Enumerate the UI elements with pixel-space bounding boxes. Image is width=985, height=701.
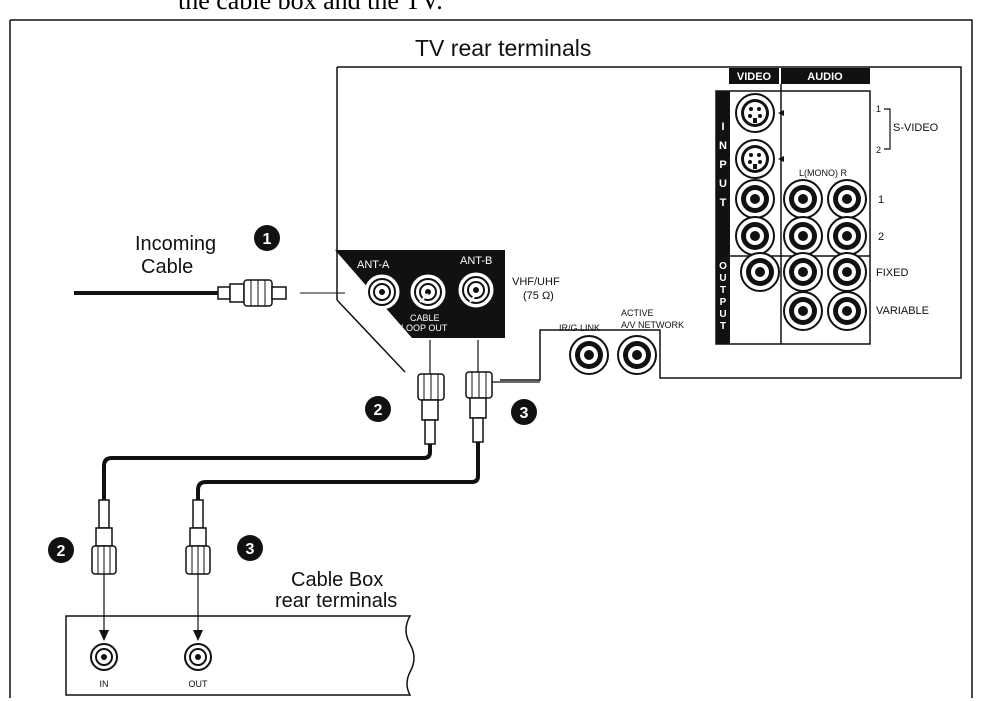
audio-r-in-2-jack[interactable] xyxy=(827,216,867,256)
video-in-1-jack[interactable] xyxy=(735,179,775,219)
cable-loop-out-label-1: CABLE xyxy=(410,313,440,323)
output-vertical-label: O U T P U T xyxy=(719,261,727,332)
s-video-label: S-VIDEO xyxy=(893,122,939,134)
cable-box-out-connector[interactable] xyxy=(184,643,212,671)
ant-a-label: ANT-A xyxy=(357,259,390,271)
svideo-number-2: 2 xyxy=(876,145,881,155)
audio-l-in-1-jack[interactable] xyxy=(783,179,823,219)
cable-loop-out-connector[interactable] xyxy=(410,274,446,310)
audio-header: AUDIO xyxy=(807,71,843,83)
cable-box-panel xyxy=(65,615,415,696)
cable-box-label-1: Cable Box xyxy=(291,569,383,591)
cable-3-to-box-out xyxy=(196,442,480,500)
step-3-badge-upper: 3 xyxy=(511,399,537,425)
cable-box-in-label: IN xyxy=(100,679,109,689)
audio-lr-label: L(MONO) R xyxy=(799,168,847,178)
incoming-cable-label-2: Cable xyxy=(141,256,193,278)
audio-r-variable-jack[interactable] xyxy=(827,291,867,331)
svg-text:P: P xyxy=(719,159,726,171)
lower-plug-2 xyxy=(91,499,117,641)
video-out-jack[interactable] xyxy=(740,252,780,292)
lower-plug-3 xyxy=(185,499,211,641)
s-video-1-jack[interactable] xyxy=(735,93,775,133)
audio-r-fixed-jack[interactable] xyxy=(827,252,867,292)
cable-loop-out-label-2: LOOP OUT xyxy=(401,323,448,333)
svg-text:T: T xyxy=(720,321,726,332)
cable-box-in-connector[interactable] xyxy=(90,643,118,671)
ir-g-link-label: IR/G LINK xyxy=(559,323,600,333)
svg-text:U: U xyxy=(719,178,727,190)
svg-text:P: P xyxy=(720,297,727,308)
ant-a-connector[interactable] xyxy=(364,274,400,310)
svg-text:2: 2 xyxy=(57,543,66,560)
row-fixed-label: FIXED xyxy=(876,267,908,279)
upper-plug-3 xyxy=(465,371,493,443)
ant-b-label: ANT-B xyxy=(460,255,492,267)
svg-text:T: T xyxy=(720,197,727,209)
row-1-label: 1 xyxy=(878,194,884,206)
input-vertical-label: I N P U T xyxy=(719,121,727,209)
ant-b-connector[interactable] xyxy=(458,272,494,308)
s-video-2-jack[interactable] xyxy=(735,139,775,179)
svg-text:U: U xyxy=(719,309,726,320)
svg-text:1: 1 xyxy=(263,231,272,248)
cable-box-label-2: rear terminals xyxy=(275,590,397,612)
svg-text:T: T xyxy=(720,285,726,296)
audio-l-in-2-jack[interactable] xyxy=(783,216,823,256)
step-2-badge-lower: 2 xyxy=(48,537,74,563)
svg-text:2: 2 xyxy=(374,402,383,419)
step-2-badge-upper: 2 xyxy=(365,396,391,422)
active-label-1: ACTIVE xyxy=(621,308,654,318)
incoming-cable xyxy=(74,279,345,307)
vhf-uhf-label: VHF/UHF xyxy=(512,276,560,288)
svg-text:3: 3 xyxy=(246,541,255,558)
video-header: VIDEO xyxy=(737,71,772,83)
audio-l-fixed-jack[interactable] xyxy=(783,252,823,292)
ir-g-link-jack[interactable] xyxy=(569,335,609,375)
tv-rear-panel-diagonal xyxy=(336,299,406,373)
step-3-badge-lower: 3 xyxy=(237,535,263,561)
svg-text:N: N xyxy=(719,140,727,152)
tv-rear-panel xyxy=(337,66,962,381)
figure-frame xyxy=(10,19,973,698)
top-caption: the cable box and the TV. xyxy=(178,0,443,15)
svg-text:O: O xyxy=(719,261,727,272)
cable-2-to-box-in xyxy=(102,444,432,500)
av-terminal-panel xyxy=(715,68,871,345)
upper-plug-2 xyxy=(417,373,445,445)
row-variable-label: VARIABLE xyxy=(876,305,929,317)
active-av-network-jack[interactable] xyxy=(617,335,657,375)
row-2-label: 2 xyxy=(878,231,884,243)
svg-text:3: 3 xyxy=(520,405,529,422)
active-label-2: A/V NETWORK xyxy=(621,320,684,330)
ohms-label: (75 Ω) xyxy=(523,290,554,302)
step-1-badge: 1 xyxy=(254,225,280,251)
svideo-number-1: 1 xyxy=(876,104,881,114)
audio-r-in-1-jack[interactable] xyxy=(827,179,867,219)
svg-text:U: U xyxy=(719,273,726,284)
audio-l-variable-jack[interactable] xyxy=(783,291,823,331)
incoming-cable-label-1: Incoming xyxy=(135,233,216,255)
svg-text:I: I xyxy=(721,121,724,133)
cable-box-out-label: OUT xyxy=(189,679,209,689)
video-in-2-jack[interactable] xyxy=(735,216,775,256)
tv-title: TV rear terminals xyxy=(415,35,591,61)
